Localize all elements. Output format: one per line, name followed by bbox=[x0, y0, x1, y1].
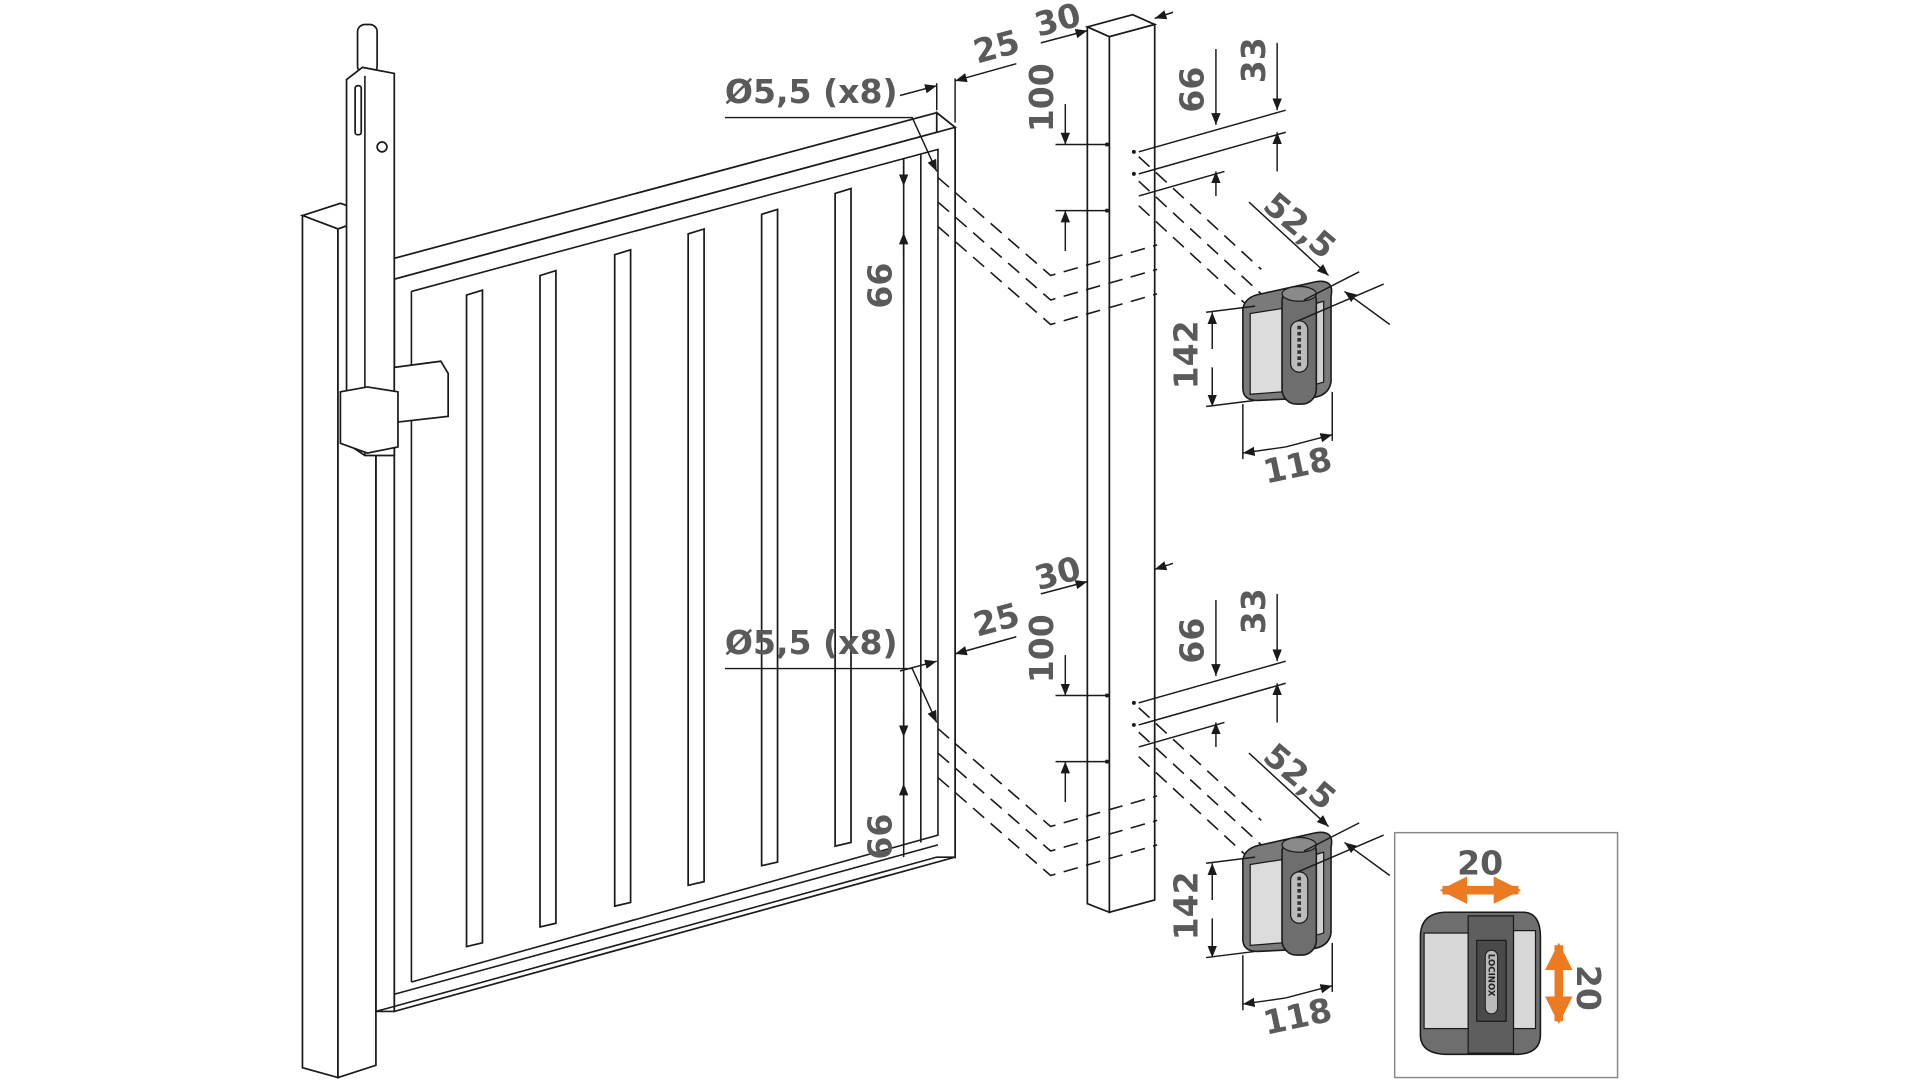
gate-hole-spacing-label: 66 bbox=[860, 263, 899, 309]
post-hole-offset-66-label: 66 bbox=[1173, 618, 1212, 664]
post-width-label: 30 bbox=[1030, 548, 1085, 598]
post-hole-offset-33-label: 33 bbox=[1234, 37, 1273, 83]
hinge-width-label: 118 bbox=[1260, 990, 1336, 1042]
gate-frame bbox=[374, 110, 957, 1013]
post-hole-offset-66-label: 66 bbox=[1173, 67, 1212, 113]
horizontal-adjust-label: 20 bbox=[1457, 843, 1503, 882]
alignment-lines-lower bbox=[937, 707, 1262, 877]
hole-diameter-label: Ø5,5 (x8) bbox=[725, 623, 898, 662]
brand-logo: LOCINOX bbox=[1485, 954, 1495, 997]
post-hole-offset-33-label: 33 bbox=[1234, 588, 1273, 634]
post-hole-spacing-label: 100 bbox=[1022, 63, 1061, 132]
hinge-height-label: 142 bbox=[1167, 871, 1206, 940]
vertical-adjust-label: 20 bbox=[1569, 965, 1608, 1011]
hinge-width-label: 118 bbox=[1260, 439, 1336, 491]
hinge-height-label: 142 bbox=[1167, 320, 1206, 389]
gate-hole-spacing-label: 66 bbox=[860, 814, 899, 860]
hole-diameter-label: Ø5,5 (x8) bbox=[725, 72, 898, 111]
alignment-lines-upper bbox=[937, 156, 1262, 326]
dimensions-lower: Ø5,5 (x8) 25 30 100 66 66 33 52,5 142 11… bbox=[725, 548, 1391, 1043]
gate-bars bbox=[465, 187, 852, 948]
hinge-depth-label: 52,5 bbox=[1256, 735, 1344, 817]
hinge-upper bbox=[1241, 279, 1334, 406]
hinge-depth-label: 52,5 bbox=[1256, 184, 1344, 266]
hinge-lower bbox=[1241, 830, 1334, 957]
post-hole-spacing-label: 100 bbox=[1022, 614, 1061, 683]
adjustment-inset: 20 LOCINOX 20 bbox=[1393, 831, 1619, 1079]
right-post bbox=[1084, 13, 1158, 914]
post-width-label: 30 bbox=[1030, 0, 1085, 44]
gate-closer bbox=[339, 23, 450, 457]
